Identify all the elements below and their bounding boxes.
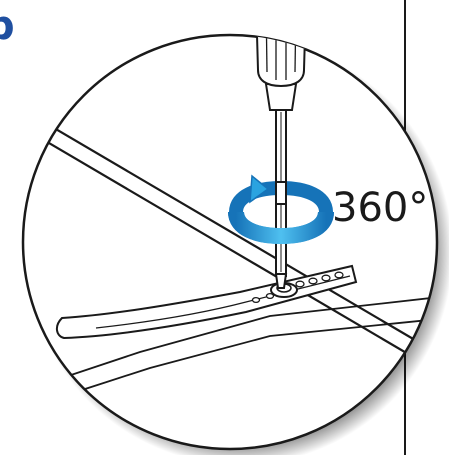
panel-edge-line bbox=[23, 107, 437, 361]
rotation-angle-label: 360° bbox=[332, 185, 429, 231]
panel-outline bbox=[23, 295, 437, 393]
bracket-inner-line bbox=[95, 275, 351, 329]
step-label: b bbox=[0, 3, 15, 49]
panel-edge-line bbox=[23, 125, 437, 379]
bracket-holes bbox=[251, 271, 344, 304]
panel-outline bbox=[23, 317, 437, 411]
rotation-arrow-icon bbox=[228, 174, 334, 245]
detail-circle bbox=[21, 33, 439, 451]
